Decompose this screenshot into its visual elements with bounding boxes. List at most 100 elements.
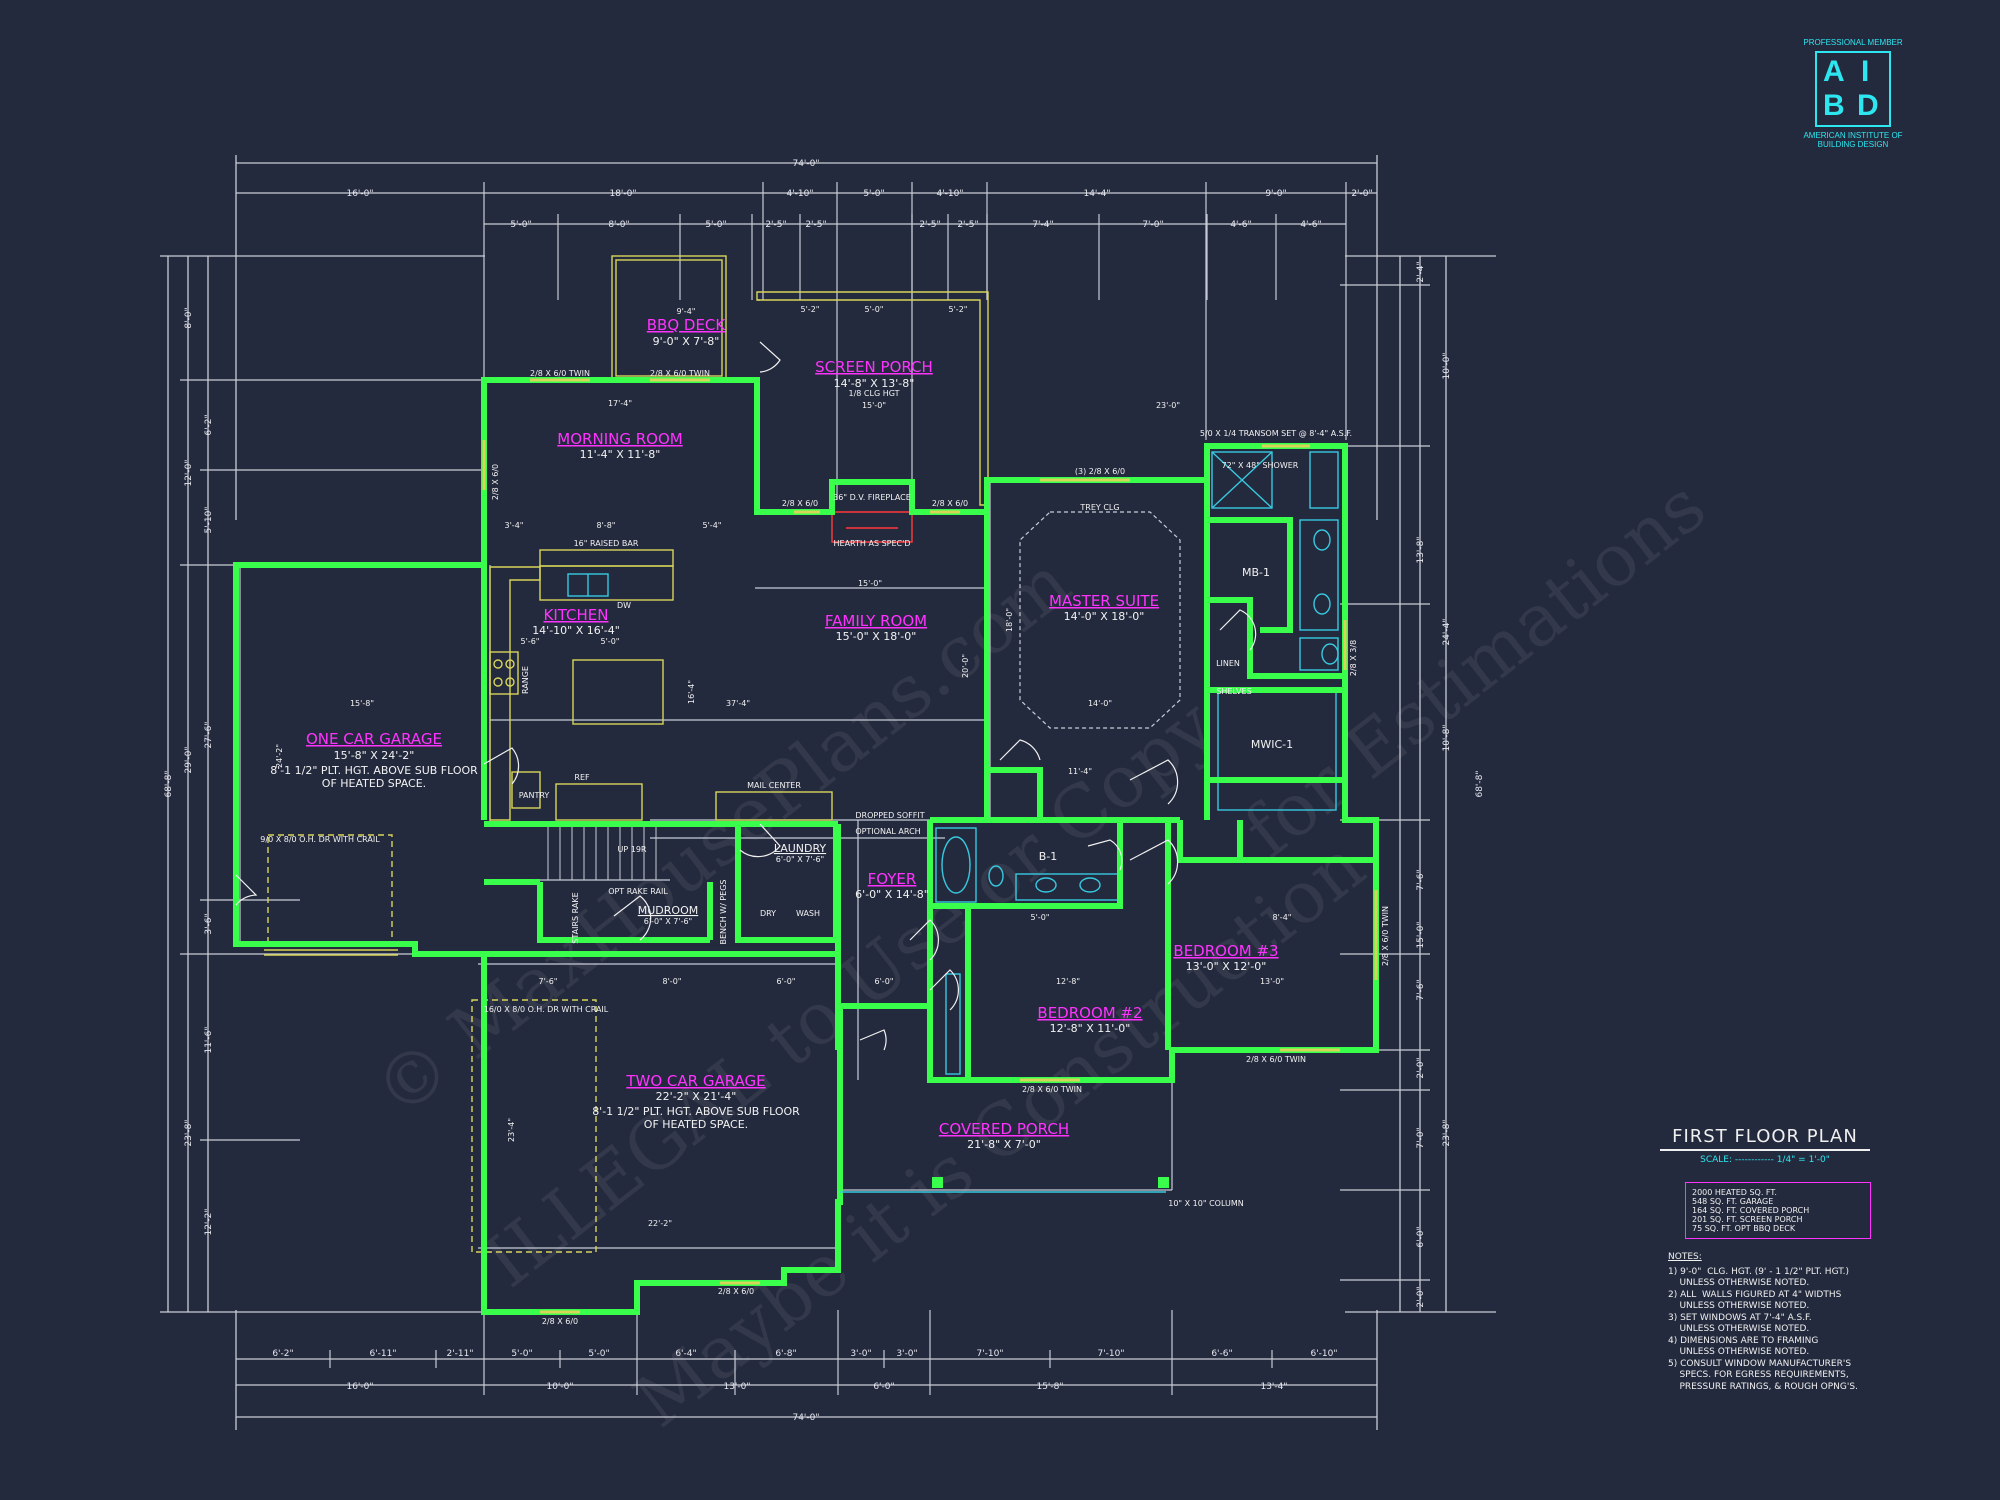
label-stairs-rake: STAIRS RAKE bbox=[571, 892, 580, 943]
room-size-bedroom-3: 13'-0" X 12'-0" bbox=[1186, 960, 1267, 973]
label-ref: REF bbox=[574, 773, 590, 782]
room-name-screen-porch: SCREEN PORCH bbox=[815, 358, 933, 376]
kitchen-cabinets bbox=[489, 549, 833, 821]
room-name-covered-porch: COVERED PORCH bbox=[939, 1120, 1069, 1138]
window-tag-6: 2/8 X 6/0 TWIN bbox=[1246, 1055, 1306, 1064]
note-line: 5) CONSULT WINDOW MANUFACTURER'S bbox=[1668, 1358, 1852, 1369]
room-name-one-car-garage: ONE CAR GARAGE bbox=[306, 730, 442, 748]
dim-top3-7: 2'-5" bbox=[957, 220, 978, 230]
dim-top2-5: 4'-10" bbox=[936, 189, 963, 199]
dim-top3-2: 8'-0" bbox=[608, 220, 629, 230]
screen-porch-note: 1/8 CLG HGT bbox=[848, 389, 899, 398]
label-range: RANGE bbox=[521, 666, 530, 694]
dim-right2-1: 10'-0" bbox=[1442, 352, 1452, 379]
room-name-bbq-deck: BBQ DECK bbox=[647, 316, 727, 334]
area-line: 164 SQ. FT. COVERED PORCH bbox=[1692, 1206, 1810, 1215]
label-dw: DW bbox=[617, 601, 631, 610]
window-tag-3: 2/8 X 6/0 bbox=[782, 499, 818, 508]
area-line: 548 SQ. FT. GARAGE bbox=[1692, 1197, 1774, 1206]
room-size-master-suite: 14'-0" X 18'-0" bbox=[1064, 610, 1145, 623]
note-line: 4) DIMENSIONS ARE TO FRAMING bbox=[1668, 1335, 1819, 1346]
door-swings bbox=[235, 341, 1257, 1051]
dim-top3-6: 2'-5" bbox=[919, 220, 940, 230]
plan-scale: SCALE: ------------ 1/4" = 1'-0" bbox=[1700, 1155, 1830, 1165]
dim-top3-1: 5'-0" bbox=[510, 220, 531, 230]
dim-left2-1: 8'-0" bbox=[184, 307, 194, 328]
dim-bot1-11: 7'-10" bbox=[1097, 1349, 1124, 1359]
dim-bot2-1: 16'-0" bbox=[346, 1382, 373, 1392]
notes-heading: NOTES: bbox=[1668, 1252, 1702, 1262]
dim-master-a: 11'-4" bbox=[1068, 767, 1092, 776]
dim-right2-4: 23'-8" bbox=[1442, 1119, 1452, 1146]
dim-bot1-1: 6'-2" bbox=[272, 1349, 293, 1359]
label-hearth: HEARTH AS SPEC'D bbox=[834, 539, 911, 548]
dim-left1-5: 11'-6" bbox=[204, 1026, 214, 1053]
dim-k-b: 8'-8" bbox=[597, 521, 616, 530]
dim-k-d: 5'-6" bbox=[521, 637, 540, 646]
dim-bot1-10: 7'-10" bbox=[976, 1349, 1003, 1359]
room-size-two-car-garage: 22'-2" X 21'-4" bbox=[656, 1090, 737, 1103]
right-dimensions: 68'-8" 10'-0" 24'-4" 10'-8" 23'-8" 2'-4"… bbox=[1340, 255, 1496, 1313]
dim-sp-a: 5'-2" bbox=[801, 305, 820, 314]
dim-left1-6: 12'-2" bbox=[204, 1208, 214, 1235]
area-line: 75 SQ. FT. OPT BBQ DECK bbox=[1692, 1224, 1796, 1233]
dim-bottom-overall: 74'-0" bbox=[792, 1413, 819, 1423]
dim-g2-c: 6'-0" bbox=[777, 977, 796, 986]
aibd-letter-i: I bbox=[1861, 55, 1870, 88]
dim-g2-b: 8'-0" bbox=[663, 977, 682, 986]
dim-foyer-a: 6'-0" bbox=[875, 977, 894, 986]
dim-top3-11: 4'-6" bbox=[1300, 220, 1321, 230]
windows bbox=[482, 378, 1378, 1314]
dim-sp-b: 5'-0" bbox=[865, 305, 884, 314]
dim-bot2-5: 15'-8" bbox=[1036, 1382, 1063, 1392]
dim-family-height: 20'-0" bbox=[961, 654, 970, 678]
dim-top2-3: 4'-10" bbox=[786, 189, 813, 199]
window-tags: 2/8 X 6/0 TWIN 2/8 X 6/0 TWIN 2/8 X 6/0 … bbox=[491, 369, 1390, 1326]
note-line: UNLESS OTHERWISE NOTED. bbox=[1668, 1301, 1810, 1311]
room-size-family-room: 15'-0" X 18'-0" bbox=[836, 630, 917, 643]
dim-top3-9: 7'-0" bbox=[1142, 220, 1163, 230]
dim-top3-3: 5'-0" bbox=[705, 220, 726, 230]
window-tag-8: 2/8 X 6/0 TWIN bbox=[1381, 906, 1390, 966]
dim-right-overall: 68'-8" bbox=[1475, 770, 1485, 797]
dim-top3-8: 7'-4" bbox=[1032, 220, 1053, 230]
dim-bot1-13: 6'-10" bbox=[1310, 1349, 1337, 1359]
dim-right1-7: 7'-0" bbox=[1416, 1127, 1426, 1148]
window-tag-7: 2/8 X 6/0 TWIN bbox=[1022, 1085, 1082, 1094]
area-summary-box: 2000 HEATED SQ. FT. 548 SQ. FT. GARAGE 1… bbox=[1685, 1182, 1871, 1239]
room-size-covered-porch: 21'-8" X 7'-0" bbox=[967, 1138, 1041, 1151]
label-dropped-soffit: DROPPED SOFFIT bbox=[855, 811, 924, 820]
dim-right1-9: 2'-0" bbox=[1416, 1286, 1426, 1307]
dim-right1-4: 15'-0" bbox=[1416, 921, 1426, 948]
dim-bot1-3: 2'-11" bbox=[446, 1349, 473, 1359]
porch-column-right bbox=[1158, 1177, 1169, 1188]
interior-lines bbox=[239, 480, 1181, 1249]
room-name-mudroom: MUDROOM bbox=[638, 904, 698, 917]
window-tag-11: 2/8 X 6/0 bbox=[491, 464, 500, 500]
dim-right1-2: 13'-8" bbox=[1416, 536, 1426, 563]
dim-sp-c: 5'-2" bbox=[949, 305, 968, 314]
dim-left2-4: 23'-8" bbox=[184, 1119, 194, 1146]
room-name-kitchen: KITCHEN bbox=[544, 606, 609, 624]
room-labels: BBQ DECK 9'-0" X 7'-8" SCREEN PORCH 14'-… bbox=[270, 316, 1293, 1151]
note-line: 1) 9'-0" CLG. HGT. (9' - 1 1/2" PLT. HGT… bbox=[1668, 1266, 1850, 1277]
window-tag-10: 2/8 X 6/0 bbox=[718, 1287, 754, 1296]
dim-bot1-6: 6'-4" bbox=[675, 1349, 696, 1359]
dim-left2-3: 29'-0" bbox=[184, 746, 194, 773]
label-pantry: PANTRY bbox=[519, 791, 550, 800]
dim-master-height: 18'-0" bbox=[1005, 608, 1014, 632]
dim-bot1-2: 6'-11" bbox=[369, 1349, 396, 1359]
dim-master-width: 14'-0" bbox=[1088, 699, 1112, 708]
label-bench: BENCH W/ PEGS bbox=[719, 880, 728, 945]
dim-bbq-width: 9'-4" bbox=[677, 307, 696, 316]
label-trey-clg: TREY CLG bbox=[1079, 503, 1119, 512]
window-tag-4: 2/8 X 6/0 bbox=[932, 499, 968, 508]
dim-long-width: 37'-4" bbox=[726, 699, 750, 708]
dim-kitchen-height: 16'-4" bbox=[687, 680, 696, 704]
note-line: UNLESS OTHERWISE NOTED. bbox=[1668, 1347, 1810, 1357]
label-dry: DRY bbox=[760, 909, 776, 918]
dim-bot1-4: 5'-0" bbox=[511, 1349, 532, 1359]
label-column: 10" X 10" COLUMN bbox=[1168, 1199, 1244, 1208]
dim-bot1-5: 5'-0" bbox=[588, 1349, 609, 1359]
